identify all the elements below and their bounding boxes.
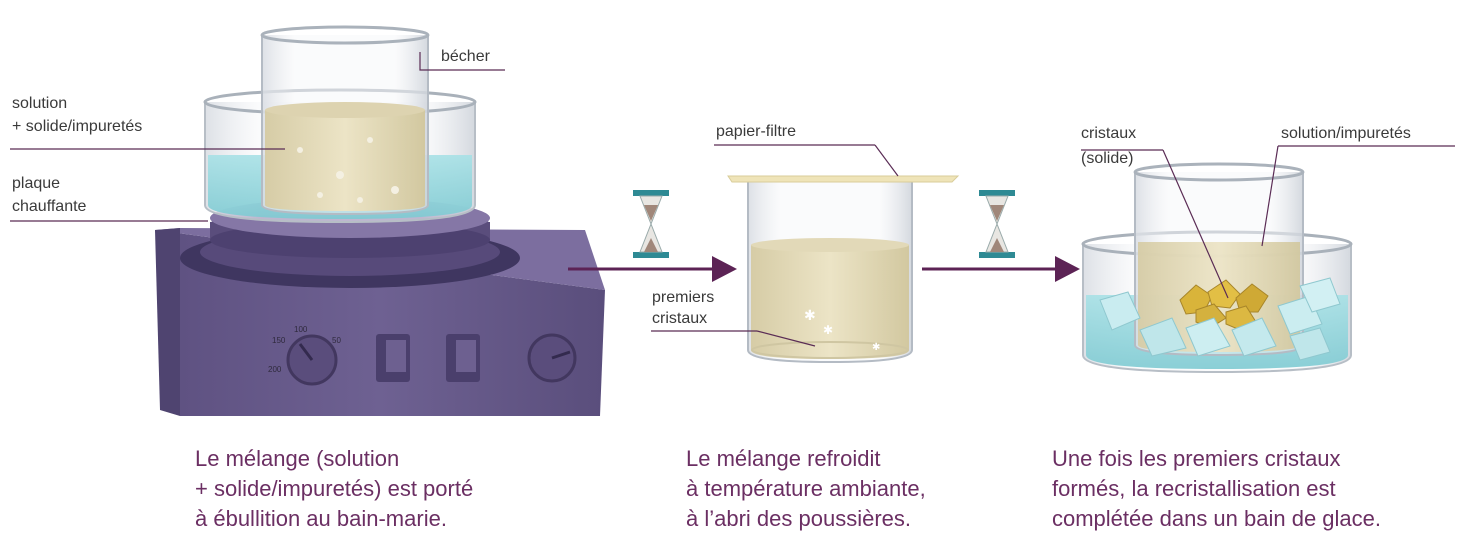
beaker-1 xyxy=(260,25,430,216)
hotplate xyxy=(155,198,605,416)
arrow-2 xyxy=(922,256,1080,282)
dial-mark: 100 xyxy=(294,325,308,334)
ice-cubes xyxy=(1099,277,1341,361)
caption-step1-line2: + solide/impuretés) est porté xyxy=(195,476,474,501)
filter-paper xyxy=(727,175,960,183)
caption-step3-line1: Une fois les premiers cristaux xyxy=(1052,446,1341,471)
svg-text:✱: ✱ xyxy=(872,342,880,353)
label-cristaux-line2: (solide) xyxy=(1081,150,1134,167)
svg-text:✱: ✱ xyxy=(804,307,816,323)
dial-mark: 50 xyxy=(332,336,341,345)
label-premiers-line1: premiers xyxy=(652,289,715,306)
caption-step1-line3: à ébullition au bain-marie. xyxy=(195,506,447,531)
label-papier-filtre: papier-filtre xyxy=(716,123,797,140)
stir-dial[interactable] xyxy=(527,333,577,383)
label-solution-line1: solution xyxy=(12,95,68,112)
caption-step3-line3: complétée dans un bain de glace. xyxy=(1052,506,1382,531)
caption-step3-line2: formés, la recristallisation est xyxy=(1052,476,1336,501)
caption-step2-line3: à l’abri des poussières. xyxy=(686,506,912,531)
beaker-2 xyxy=(747,180,913,364)
arrow-1 xyxy=(568,256,737,282)
svg-text:✱: ✱ xyxy=(823,323,833,337)
dial-mark: 200 xyxy=(268,365,282,374)
label-cristaux-line1: cristaux xyxy=(1081,125,1137,142)
hourglass-2-icon xyxy=(979,190,1015,258)
label-solution-line2: + solide/impuretés xyxy=(12,118,143,135)
hourglass-1-icon xyxy=(633,190,669,258)
temperature-dial[interactable]: 100 150 50 200 xyxy=(268,325,341,386)
caption-step1-line1: Le mélange (solution xyxy=(195,446,400,471)
label-premiers-line2: cristaux xyxy=(652,310,708,327)
label-solution-impuretes: solution/impuretés xyxy=(1281,125,1411,142)
first-crystals: ✱ ✱ ✱ xyxy=(804,307,880,353)
label-becher: bécher xyxy=(441,48,490,65)
caption-step2-line1: Le mélange refroidit xyxy=(686,446,881,471)
dial-mark: 150 xyxy=(272,336,286,345)
label-plaque-line2: chauffante xyxy=(12,198,87,215)
label-plaque-line1: plaque xyxy=(12,175,61,192)
power-switch[interactable] xyxy=(376,334,410,382)
caption-step2-line2: à température ambiante, xyxy=(686,476,926,501)
stir-switch[interactable] xyxy=(446,334,480,382)
